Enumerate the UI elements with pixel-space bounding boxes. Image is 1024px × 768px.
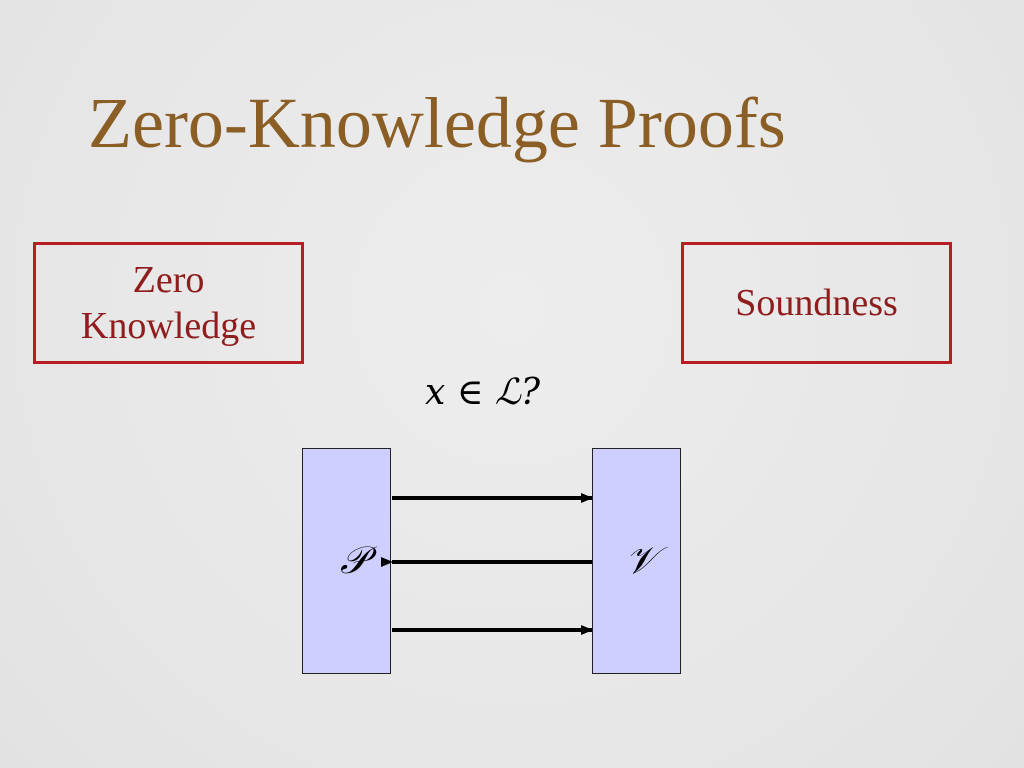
zero-knowledge-box: Zero Knowledge — [33, 242, 304, 364]
soundness-box: Soundness — [681, 242, 952, 364]
verifier-symbol: 𝒱 — [625, 538, 657, 582]
soundness-label: Soundness — [735, 282, 898, 324]
verifier-box — [592, 448, 681, 674]
prover-symbol: 𝒫 — [340, 538, 368, 582]
membership-question: x ∈ ℒ? — [425, 372, 541, 413]
slide-title: Zero-Knowledge Proofs — [88, 83, 786, 163]
prover-box — [302, 448, 391, 674]
zero-knowledge-label: Zero Knowledge — [81, 257, 256, 349]
zero-knowledge-line-1: Zero — [132, 259, 205, 301]
zero-knowledge-line-2: Knowledge — [80, 305, 257, 347]
